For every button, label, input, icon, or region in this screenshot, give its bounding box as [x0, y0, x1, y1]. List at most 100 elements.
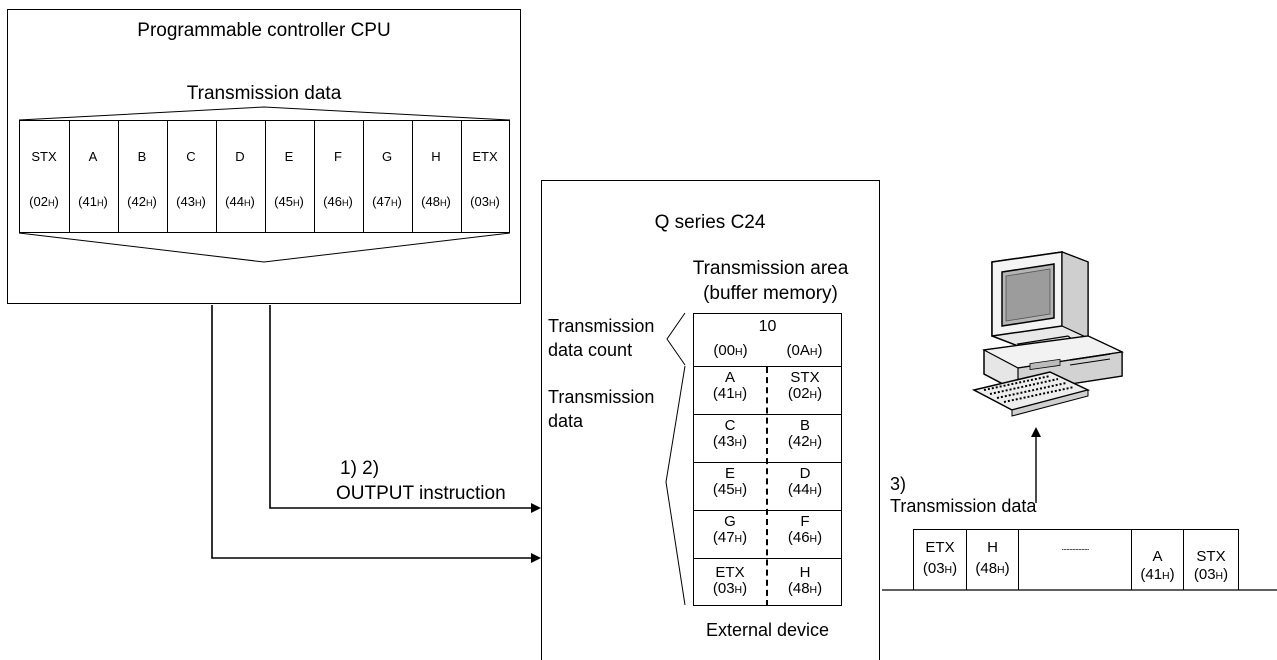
- plc-byte-hex: (43H): [176, 194, 206, 209]
- plc-byte-char: B: [137, 149, 147, 164]
- plc-byte-char: E: [284, 149, 294, 164]
- plc-transmission-data-label: Transmission data: [186, 83, 342, 104]
- plc-byte-hex: (48H): [421, 194, 451, 209]
- plc-byte-cell: C (43H): [167, 121, 217, 232]
- count-hex-high: (00H): [713, 342, 748, 359]
- step-1-2-label: 1) 2): [340, 458, 380, 479]
- packet-byte: H (48H): [967, 530, 1019, 590]
- buffer-byte-low-hex: (46H): [787, 529, 823, 546]
- packet-byte-hex: (41H): [1140, 566, 1175, 583]
- tx-arrowhead: [1031, 427, 1041, 437]
- buffer-byte-high-hex: (47H): [712, 529, 748, 546]
- plc-byte-hex: (45H): [274, 194, 304, 209]
- buffer-byte-low: D: [799, 465, 811, 482]
- packet-byte-hex: (48H): [975, 560, 1010, 577]
- buffer-word-row: A (41H) STX (02H): [694, 367, 841, 415]
- buffer-byte-low: STX: [790, 369, 820, 386]
- buffer-byte-high-hex: (43H): [712, 433, 748, 450]
- buffer-byte-low: B: [799, 417, 810, 434]
- plc-byte-hex: (02H): [29, 194, 59, 209]
- packet-byte: ETX (03H): [914, 530, 967, 590]
- count-brace: [666, 312, 686, 366]
- plc-upper-brace: [18, 106, 511, 121]
- plc-byte-cell: B (42H): [118, 121, 168, 232]
- plc-byte-char: A: [88, 149, 98, 164]
- transmission-area-label: Transmission area: [692, 258, 849, 279]
- buffer-memory-label: (buffer memory): [703, 283, 838, 304]
- buffer-byte-low-hex: (48H): [787, 580, 823, 597]
- plc-cpu-title: Programmable controller CPU: [137, 20, 391, 41]
- second-wire: [211, 305, 533, 559]
- transmitted-packet: ETX (03H) H (48H) .................. A (…: [913, 529, 1239, 590]
- plc-byte-cell: G (47H): [363, 121, 413, 232]
- buffer-word-row: E (45H) D (44H): [694, 463, 841, 511]
- buffer-memory-table: 10 (00H) (0AH) A (41H) STX (02H) C (43H)…: [693, 313, 842, 606]
- plc-lower-brace: [18, 232, 511, 263]
- plc-byte-char: D: [235, 149, 245, 164]
- plc-byte-cell: F (46H): [314, 121, 364, 232]
- transmission-count-label-2: data count: [548, 340, 633, 360]
- tx-data-label: Transmission data: [890, 496, 1037, 516]
- plc-byte-cell: H (48H): [412, 121, 462, 232]
- output-instruction-label: OUTPUT instruction: [336, 483, 506, 504]
- plc-byte-hex: (03H): [470, 194, 500, 209]
- plc-byte-hex: (41H): [78, 194, 108, 209]
- count-value: 10: [758, 318, 777, 335]
- output-instruction-wire: [269, 305, 533, 509]
- transmission-count-label: Transmission: [548, 316, 655, 336]
- packet-byte-char: A: [1152, 548, 1163, 565]
- count-hex-low: (0AH): [786, 342, 823, 359]
- plc-byte-cell: A (41H): [69, 121, 119, 232]
- plc-byte-hex: (47H): [372, 194, 402, 209]
- desktop-computer-icon: [971, 251, 1125, 417]
- buffer-byte-low: H: [799, 564, 811, 581]
- buffer-byte-low-hex: (02H): [787, 385, 823, 402]
- packet-byte: A (41H): [1132, 530, 1184, 590]
- transmission-data-side-label-2: data: [548, 411, 584, 431]
- buffer-byte-low: F: [800, 513, 810, 530]
- buffer-byte-high: C: [724, 417, 736, 434]
- buffer-word-row: C (43H) B (42H): [694, 415, 841, 463]
- buffer-byte-high-hex: (03H): [712, 580, 748, 597]
- step-3-label: 3): [890, 474, 907, 494]
- count-row: 10 (00H) (0AH): [694, 314, 841, 367]
- buffer-byte-high-hex: (41H): [712, 385, 748, 402]
- buffer-byte-high: G: [724, 513, 736, 530]
- plc-byte-hex: (46H): [323, 194, 353, 209]
- plc-byte-hex: (42H): [127, 194, 157, 209]
- plc-byte-char: H: [431, 149, 441, 164]
- transmission-data-side-label: Transmission: [548, 387, 655, 407]
- packet-byte: STX (03H): [1184, 530, 1238, 590]
- plc-byte-cell: D (44H): [216, 121, 266, 232]
- data-brace: [665, 365, 686, 606]
- buffer-byte-high: A: [724, 369, 735, 386]
- buffer-byte-low-hex: (42H): [787, 433, 823, 450]
- plc-byte-cell: E (45H): [265, 121, 315, 232]
- packet-byte-hex: (03H): [1193, 566, 1229, 583]
- output-wire-arrowhead: [531, 503, 541, 513]
- c24-module-title: Q series C24: [654, 212, 766, 233]
- buffer-word-row: G (47H) F (46H): [694, 511, 841, 559]
- packet-byte-hex: (03H): [922, 560, 958, 577]
- buffer-byte-high: E: [724, 465, 735, 482]
- plc-byte-char: F: [334, 149, 342, 164]
- packet-ellipsis: ..................: [1019, 530, 1132, 590]
- plc-byte-hex: (44H): [225, 194, 255, 209]
- plc-byte-table: STX (02H) A (41H) B (42H) C (43H) D (44H…: [19, 120, 510, 233]
- packet-ellipsis-dots: ..................: [1061, 542, 1089, 552]
- packet-byte-char: STX: [1196, 548, 1226, 565]
- buffer-word-row: ETX (03H) H (48H): [694, 559, 841, 605]
- plc-byte-char: ETX: [472, 149, 498, 164]
- c24-module-box: [541, 180, 880, 660]
- plc-byte-char: C: [186, 149, 196, 164]
- buffer-byte-high: ETX: [715, 564, 745, 581]
- packet-byte-char: H: [987, 539, 998, 556]
- buffer-byte-low-hex: (44H): [787, 481, 823, 498]
- buffer-byte-high-hex: (45H): [712, 481, 748, 498]
- plc-byte-cell: STX (02H): [20, 121, 70, 232]
- byte-divider: [766, 367, 768, 606]
- plc-byte-char: STX: [31, 149, 57, 164]
- plc-byte-cell: ETX (03H): [461, 121, 509, 232]
- plc-cpu-box: [7, 9, 521, 304]
